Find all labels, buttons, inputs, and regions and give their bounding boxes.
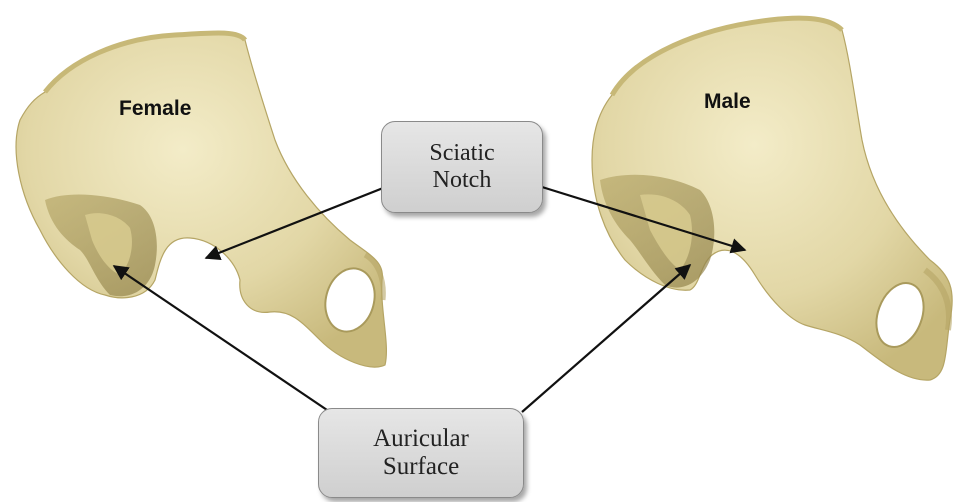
male-hip-bone [592, 18, 952, 380]
auricular-surface-callout: Auricular Surface [318, 408, 524, 498]
auricular-surface-line2: Surface [383, 453, 459, 481]
female-hip-bone [16, 33, 386, 367]
sciatic-notch-line1: Sciatic [429, 140, 494, 167]
auricular-surface-line1: Auricular [373, 425, 469, 453]
arrow-auricular-male [522, 265, 690, 412]
sciatic-notch-line2: Notch [433, 167, 492, 194]
male-label: Male [704, 90, 751, 114]
sciatic-notch-callout: Sciatic Notch [381, 121, 543, 213]
female-label: Female [119, 97, 191, 121]
